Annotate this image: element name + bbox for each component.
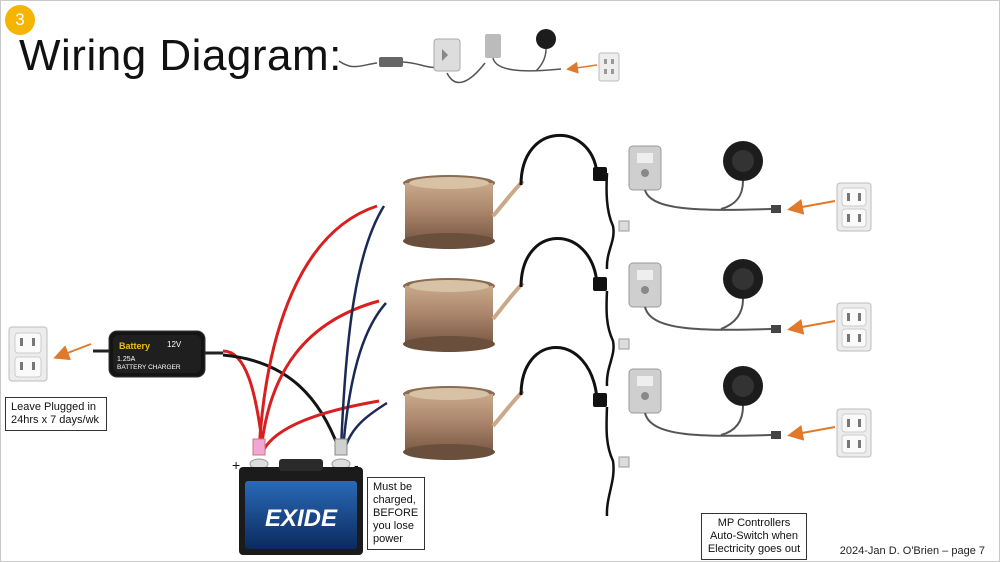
- battery: EXIDE: [239, 459, 363, 555]
- controller: [628, 368, 662, 414]
- mini-charger-icon: [379, 57, 403, 67]
- slide-number-badge: 3: [5, 5, 35, 35]
- arrow-icon: [53, 343, 92, 361]
- charger-negative-wire: [222, 353, 341, 450]
- svg-text:Battery: Battery: [119, 341, 150, 351]
- mini-outlet-icon: [598, 52, 620, 82]
- wall-outlet: [836, 182, 872, 232]
- svg-text:EXIDE: EXIDE: [265, 505, 338, 532]
- battery-note: Must be charged, BEFORE you lose power: [367, 477, 425, 550]
- outlet-note: Leave Plugged in 24hrs x 7 days/wk: [5, 397, 107, 431]
- wall-outlet: [836, 408, 872, 458]
- footer: 2024-Jan D. O'Brien – page 7: [839, 545, 985, 557]
- charger-positive-wire: [222, 349, 265, 450]
- negative-wire-2: [341, 302, 387, 450]
- controller-note: MP Controllers Auto-Switch when Electric…: [701, 513, 807, 560]
- wire-spool: [403, 175, 495, 249]
- row-1: [403, 134, 872, 270]
- dc-cord: [519, 346, 599, 400]
- wall-outlet: [836, 302, 872, 352]
- positive-terminal: [252, 438, 266, 456]
- wire-spool: [403, 278, 495, 352]
- mini-diagram: [338, 29, 620, 84]
- controller: [628, 145, 662, 191]
- svg-text:12V: 12V: [167, 340, 182, 349]
- positive-wire-2: [259, 299, 380, 452]
- positive-label: +: [232, 457, 241, 473]
- svg-text:BATTERY CHARGER: BATTERY CHARGER: [117, 364, 181, 371]
- mini-controller-icon: [485, 34, 501, 58]
- dc-cord: [519, 237, 599, 288]
- positive-wire-3: [261, 399, 380, 452]
- negative-wire-1: [339, 205, 386, 450]
- mini-pump-icon: [536, 29, 556, 49]
- battery-charger: Battery 12V 1.25A BATTERY CHARGER: [93, 330, 223, 378]
- svg-text:1.25A: 1.25A: [117, 356, 136, 363]
- positive-wire-1: [257, 204, 378, 452]
- wire-spool: [403, 386, 495, 460]
- negative-wire-3: [343, 401, 388, 450]
- negative-terminal: [334, 438, 348, 456]
- controller: [628, 262, 662, 308]
- slide-title: Wiring Diagram:: [19, 31, 342, 80]
- negative-label: -: [354, 457, 359, 473]
- wall-outlet-left: [8, 326, 48, 382]
- row-2: [403, 237, 872, 387]
- dc-cord: [519, 134, 599, 186]
- row-3: [403, 346, 872, 517]
